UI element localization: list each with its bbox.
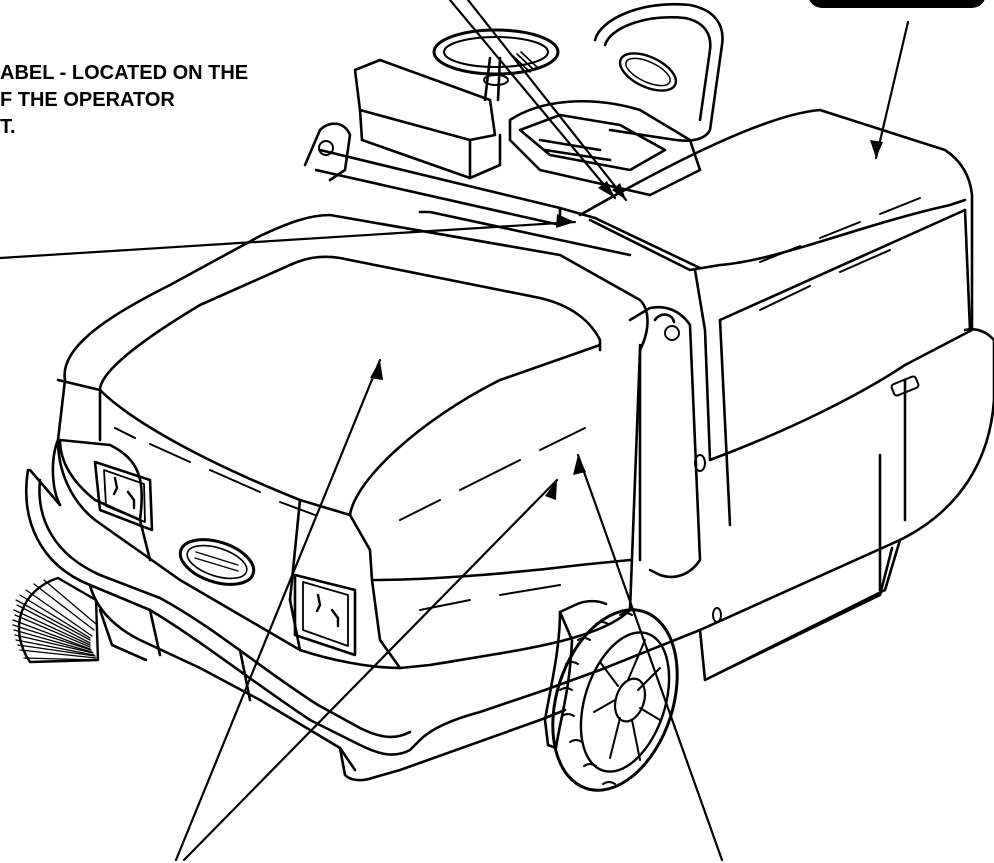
label-tag — [808, 0, 986, 8]
lower-body — [25, 328, 994, 782]
arrow-heads — [370, 140, 883, 500]
front-decal-right — [293, 573, 357, 657]
tennant-logo-front — [178, 538, 256, 586]
rear-wheel — [543, 599, 679, 792]
hopper-arm — [303, 122, 706, 579]
top-bar — [314, 148, 702, 270]
callout-label: ABEL - LOCATED ON THE F THE OPERATOR T. — [0, 60, 248, 141]
callout-line-1: ABEL - LOCATED ON THE — [0, 62, 249, 84]
operator-seat — [508, 2, 724, 197]
rear-body — [578, 108, 974, 527]
front-hopper — [28, 213, 649, 670]
control-console — [353, 58, 502, 180]
callout-line-2: F THE OPERATOR — [0, 89, 175, 111]
leader-lines — [0, 0, 910, 862]
front-decal-left — [93, 460, 154, 532]
side-brush — [12, 576, 100, 664]
callout-line-3: T. — [0, 116, 16, 138]
